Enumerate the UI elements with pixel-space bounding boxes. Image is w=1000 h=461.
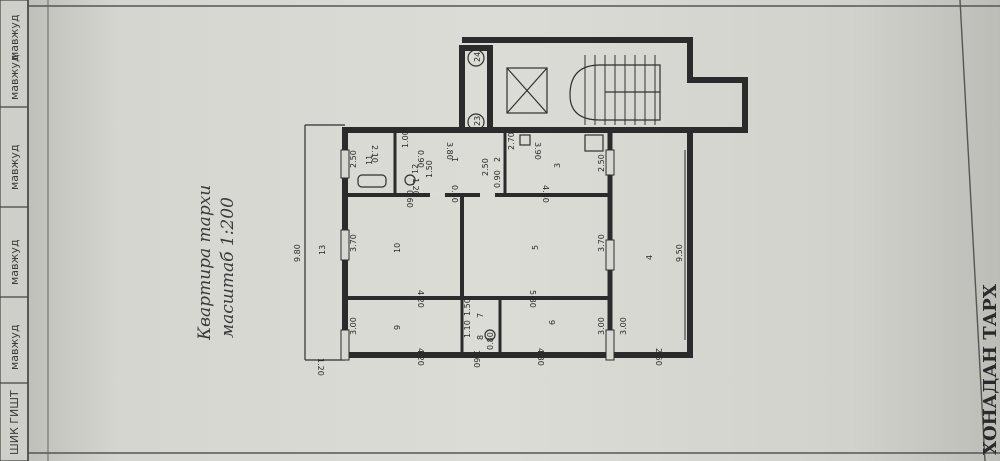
room-11: 11	[365, 155, 374, 165]
room-10: 10	[393, 243, 402, 253]
stamp-cell-1: мавжуд	[8, 54, 21, 100]
room-6: 6	[548, 320, 557, 325]
right-frame-line	[959, 0, 986, 461]
room-2: 2	[493, 157, 502, 162]
dim-1-50-a: 1.50	[425, 160, 434, 178]
dim-1-50-b: 1.50	[463, 298, 472, 316]
dim-1-20-a: 1.20	[411, 178, 420, 196]
dim-0-90-b: 0.90	[493, 170, 502, 188]
washbasin-icon	[484, 329, 496, 341]
dim-2-50-b: 2.50	[349, 150, 358, 168]
room-3: 3	[553, 163, 562, 168]
dim-2-50-d: 2.50	[654, 348, 663, 366]
dim-1-20-b: 1.20	[316, 358, 325, 376]
stamp-cell-3: мавжуд	[8, 239, 21, 285]
stamp-cell-2: мавжуд	[8, 144, 21, 190]
dim-9-80: 9.80	[293, 244, 302, 262]
marker-upper-label: 24	[473, 52, 482, 62]
room-9: 9	[393, 325, 402, 330]
room-4: 4	[645, 255, 654, 260]
room-8: 8	[476, 335, 485, 340]
room-7: 7	[476, 313, 485, 318]
dim-2-10: 2.10	[370, 145, 379, 163]
marker-lower-label: 23	[473, 116, 482, 126]
dim-0-90: 0.90	[416, 150, 425, 168]
dimension-labels: 2.10 3.80 1.00 0.90 2.50 1.50 1.20 2.50 …	[293, 130, 684, 376]
sink-icon	[519, 134, 531, 146]
dim-4-30: 4.30	[536, 348, 545, 366]
stamp-cells: мавжуд мавжуд мавжуд мавжуд мавжуд ШИК Г…	[8, 14, 21, 455]
dim-2-70: 2.70	[507, 132, 516, 150]
bathtub-icon	[357, 174, 387, 188]
stove-icon	[584, 134, 604, 152]
dim-0-80-b: 0.80	[486, 332, 495, 350]
room-5: 5	[531, 245, 540, 250]
dim-5-80: 5.80	[528, 290, 537, 308]
dim-3-70-a: 3.70	[349, 234, 358, 252]
dim-9-50: 9.50	[675, 244, 684, 262]
dim-3-90: 3.90	[533, 142, 542, 160]
toilet-icon	[404, 174, 416, 186]
room-labels: 1 2 3 4 5 6 7 8 9 10 11 12 13	[318, 155, 654, 340]
dim-2-50-c: 2.50	[597, 154, 606, 172]
apartment-walls	[304, 124, 693, 361]
dim-3-80: 3.80	[445, 142, 454, 160]
dim-1-60: 1.60	[472, 350, 481, 368]
dim-4-40: 4.40	[541, 185, 550, 203]
room-12: 12	[411, 164, 420, 174]
dim-3-00-c: 3.00	[619, 317, 628, 335]
dim-2-50-a: 2.50	[481, 158, 490, 176]
dim-0-60: 0.60	[405, 190, 414, 208]
dim-0-80-a: 0.80	[450, 185, 459, 203]
stairwell: 24 23	[459, 37, 748, 140]
stamp-cell-4: мавжуд	[8, 324, 21, 370]
dim-3-00-b: 3.00	[597, 317, 606, 335]
dim-4-20-b: 4.20	[416, 348, 425, 366]
dim-1-10: 1.10	[463, 320, 472, 338]
dim-1-00: 1.00	[401, 130, 410, 148]
dim-3-00-a: 3.00	[349, 317, 358, 335]
right-edge-text: ХОНАДАН ТАРХ	[980, 284, 1000, 455]
stamp-cell-5: мавжуд	[8, 14, 21, 60]
dim-4-20-a: 4.20	[416, 290, 425, 308]
room-13: 13	[318, 245, 327, 255]
stamp-cell-6: ШИК ГИШТ	[8, 390, 21, 455]
plan-scale: масштаб 1:200	[218, 197, 238, 338]
plan-title: Квартира тархи	[195, 185, 215, 341]
room-1: 1	[451, 157, 460, 162]
marker-upper	[467, 49, 485, 67]
dim-3-70-b: 3.70	[597, 234, 606, 252]
